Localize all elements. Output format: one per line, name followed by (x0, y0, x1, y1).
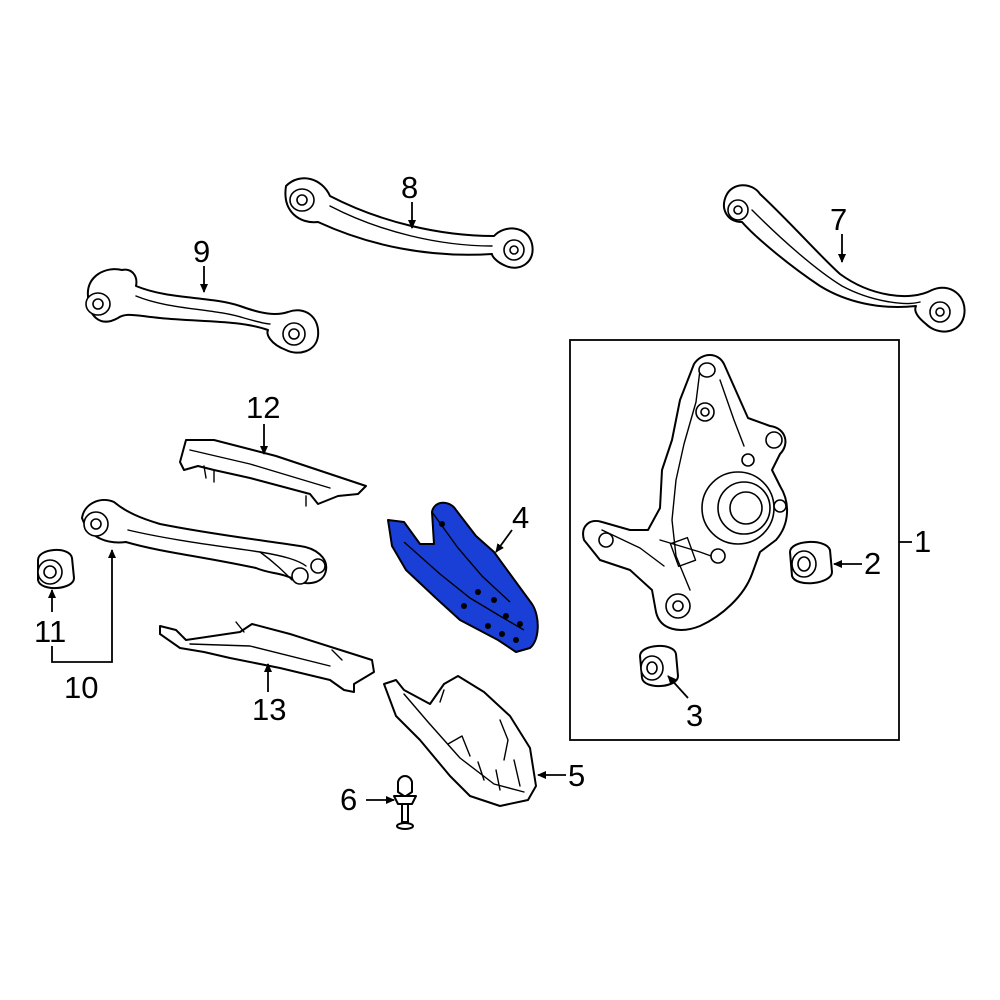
callout-labels: 1 2 3 4 5 6 7 8 9 10 11 12 13 (34, 170, 931, 817)
part-2-bushing[interactable] (789, 541, 833, 585)
callout-3: 3 (686, 698, 703, 733)
part-6-bolt[interactable] (393, 775, 417, 830)
callout-13: 13 (252, 692, 286, 727)
part-7-control-arm[interactable] (723, 184, 966, 333)
part-13-shield[interactable] (159, 621, 375, 693)
callout-8: 8 (401, 170, 418, 205)
part-10-lower-arm[interactable] (81, 499, 328, 585)
callout-6: 6 (340, 782, 357, 817)
part-9-control-arm[interactable] (85, 268, 320, 354)
callout-7: 7 (830, 202, 847, 237)
callout-1: 1 (914, 524, 931, 559)
part-3-bushing[interactable] (639, 645, 679, 687)
callout-10: 10 (64, 670, 98, 705)
callout-2: 2 (864, 546, 881, 581)
part-11-bushing[interactable] (37, 549, 75, 589)
part-1-knuckle[interactable] (582, 354, 788, 631)
group-box-knuckle (569, 339, 900, 741)
part-8-control-arm[interactable] (284, 177, 534, 269)
callout-11: 11 (34, 614, 66, 649)
leader-lines (48, 202, 912, 804)
part-4-spring-link-highlighted[interactable] (387, 501, 539, 653)
callout-12: 12 (246, 390, 280, 425)
part-5-cover[interactable] (383, 675, 537, 807)
callout-4: 4 (512, 500, 529, 535)
callout-5: 5 (568, 758, 585, 793)
callout-9: 9 (193, 234, 210, 269)
part-12-shield[interactable] (179, 439, 367, 507)
